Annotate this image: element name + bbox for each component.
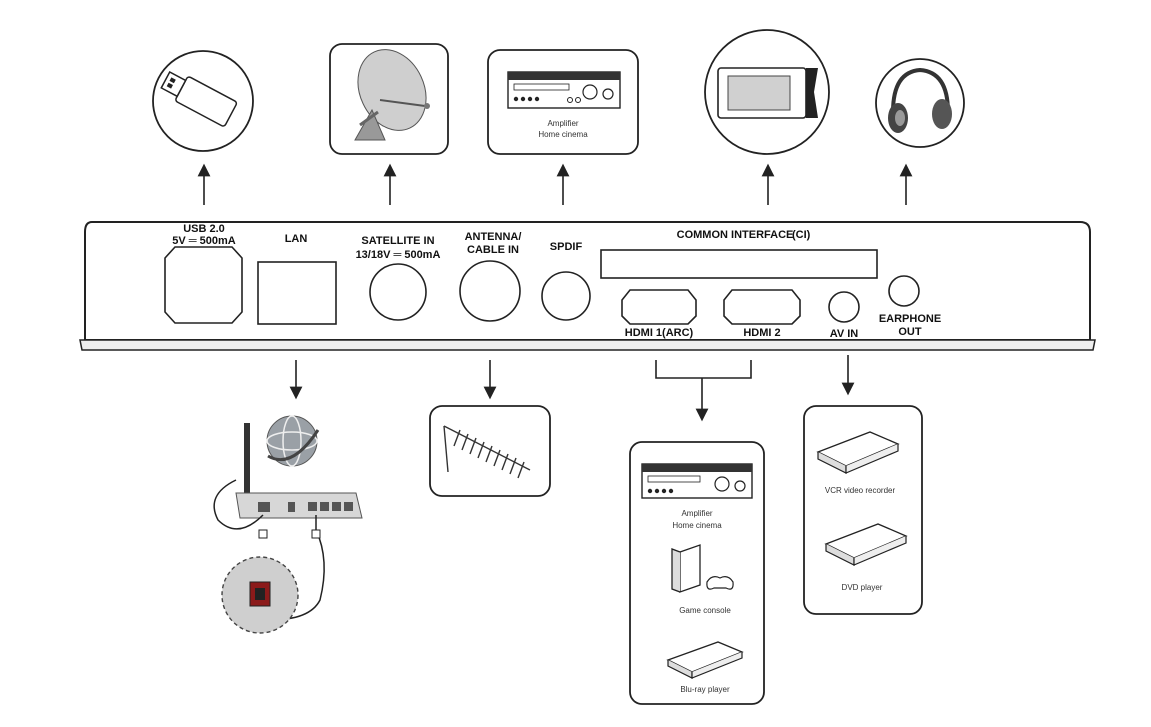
amplifier-hdmi-caption-1: Amplifier [681, 509, 712, 518]
hdmi2-label: HDMI 2 [743, 327, 780, 339]
av-in-port [828, 291, 860, 323]
arrows-down [289, 355, 855, 422]
bluray-caption: Blu-ray player [680, 685, 730, 694]
antenna-label-2: CABLE IN [467, 244, 519, 256]
wall-socket-icon [221, 556, 299, 634]
hdmi1-port [621, 289, 697, 325]
spdif-port [541, 271, 591, 321]
usb-port [164, 246, 243, 324]
game-console-caption: Game console [679, 606, 731, 615]
amplifier-top-caption-2: Home cinema [538, 130, 588, 139]
satellite-dish-icon [329, 43, 449, 155]
lan-network-group [213, 415, 363, 634]
lan-label: LAN [285, 233, 308, 245]
game-console-icon [671, 544, 734, 593]
earphone-label-1: EARPHONE [879, 313, 941, 325]
usb-label-2: 5V ═ 500mA [172, 235, 235, 247]
satellite-label-1: SATELLITE IN [361, 235, 434, 247]
amplifier-hdmi-caption-2: Home cinema [672, 521, 722, 530]
usb-label-1: USB 2.0 [183, 223, 225, 235]
ci-module-icon [704, 29, 830, 155]
arrows-up [197, 163, 913, 205]
amplifier-icon [641, 463, 753, 499]
satellite-label-2: 13/18V ═ 500mA [356, 249, 441, 261]
usb-stick-icon [152, 50, 254, 152]
av-devices-box: VCR video recorder DVD player [803, 405, 923, 615]
vcr-caption: VCR video recorder [825, 486, 896, 495]
router-icon [235, 423, 363, 519]
amplifier-top-device: Amplifier Home cinema [487, 49, 639, 155]
ci-label: COMMON INTERFACE [677, 229, 794, 241]
antenna-label-1: ANTENNA/ [465, 231, 522, 243]
dvd-caption: DVD player [842, 583, 883, 592]
av-in-label: AV IN [830, 328, 859, 340]
satellite-port [369, 263, 427, 321]
amplifier-icon [507, 71, 621, 109]
yagi-antenna-icon [443, 425, 531, 479]
ci-abbr-label: (CI) [792, 229, 811, 241]
hdmi-devices-box: Amplifier Home cinema Game console Blu-r… [629, 441, 765, 705]
hdmi2-port [723, 289, 801, 325]
yagi-antenna-device [429, 405, 551, 497]
globe-icon [266, 415, 320, 467]
ci-slot [600, 249, 878, 279]
headphones-icon [875, 58, 965, 148]
antenna-port [459, 260, 521, 322]
amplifier-top-caption-1: Amplifier [547, 119, 578, 128]
bluray-player-icon [666, 641, 744, 679]
lan-port [257, 261, 337, 325]
earphone-label-2: OUT [898, 326, 922, 338]
spdif-label: SPDIF [550, 241, 583, 253]
dvd-player-icon [824, 523, 908, 566]
vcr-icon [816, 431, 900, 474]
hdmi1-label: HDMI 1(ARC) [625, 327, 694, 339]
earphone-port [888, 275, 920, 307]
